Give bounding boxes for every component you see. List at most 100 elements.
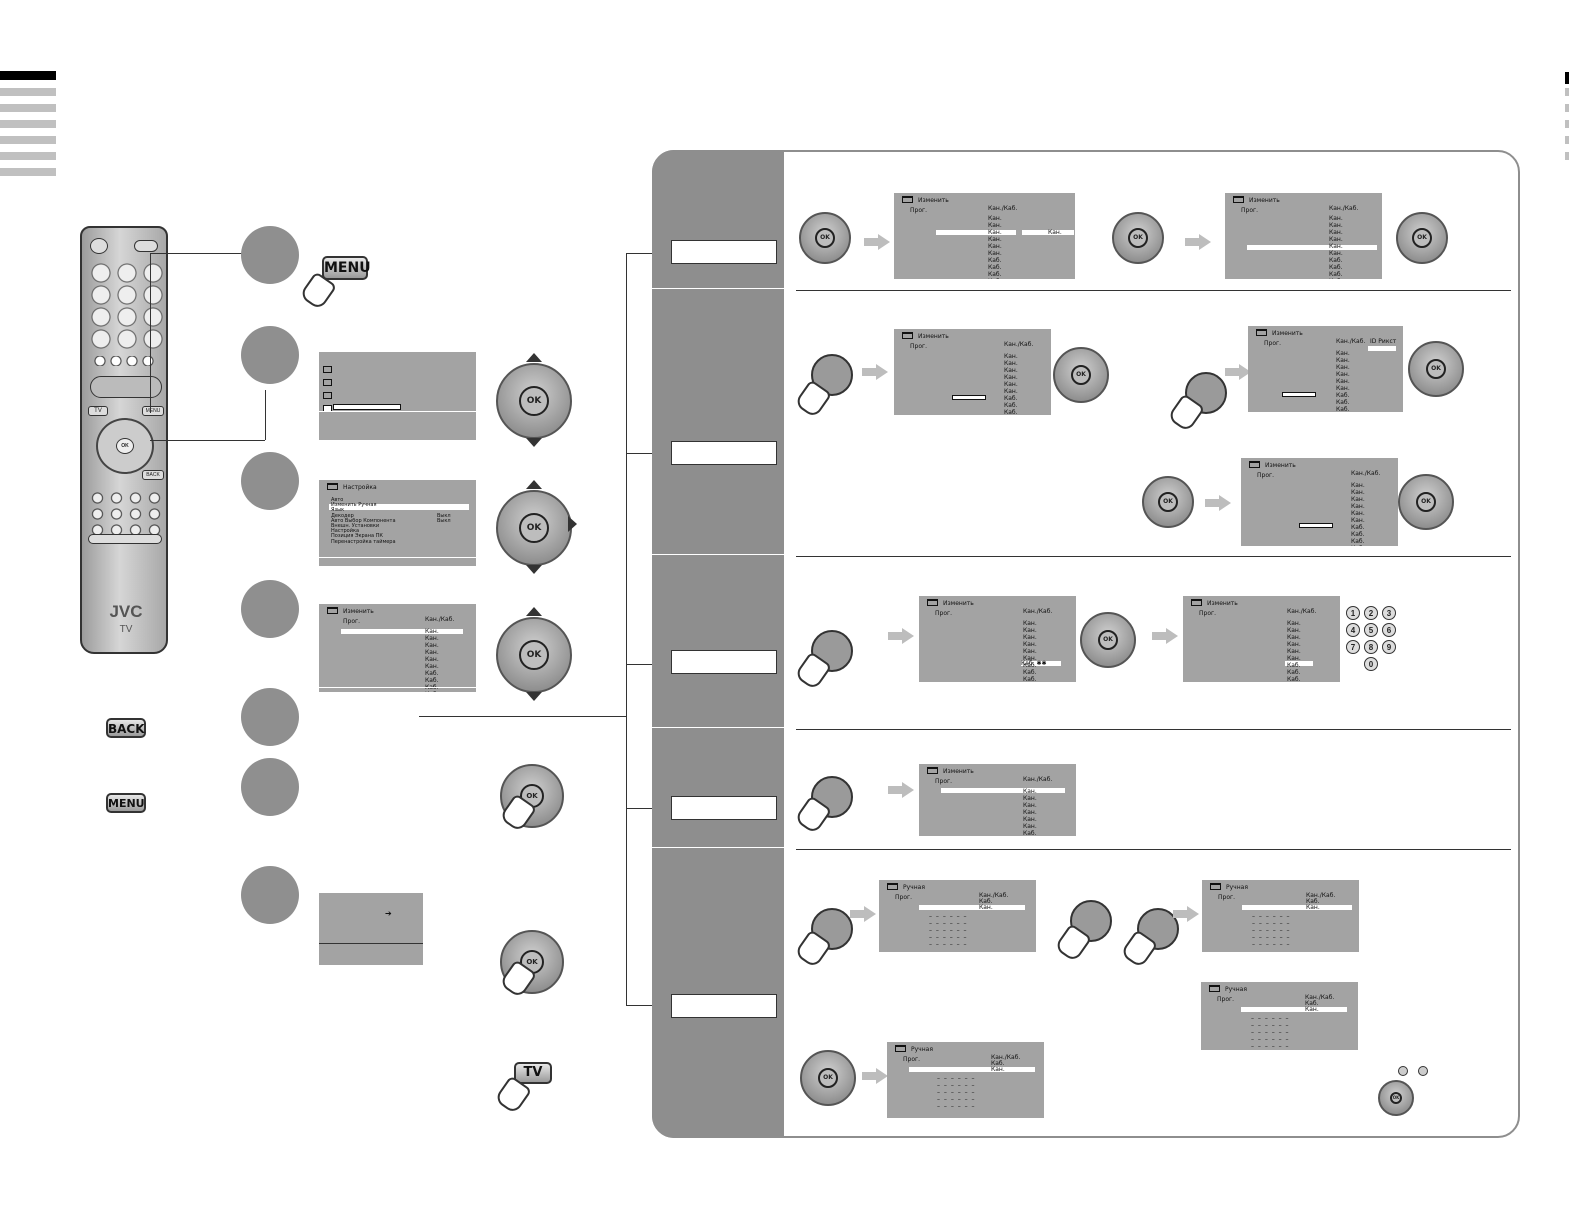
screen-title: Ручная <box>1226 884 1248 891</box>
numpad-key-6[interactable]: 6 <box>1382 623 1396 637</box>
bottom-keys[interactable] <box>88 534 162 544</box>
menu-button-standalone[interactable]: MENU <box>106 793 146 813</box>
step-circle-5 <box>241 688 299 746</box>
numpad-key-4[interactable]: 4 <box>1346 623 1360 637</box>
setup-menu-item[interactable]: Внешн. Установки <box>331 523 380 530</box>
ok-button[interactable]: OK <box>1158 492 1178 512</box>
column-header: Кан./Каб. <box>1351 470 1381 477</box>
power-button[interactable] <box>90 238 108 254</box>
menu-button[interactable]: MENU <box>322 256 371 280</box>
remote-menu-key[interactable]: MENU <box>142 406 164 416</box>
dpad[interactable]: OK <box>1408 341 1464 397</box>
ok-button[interactable]: OK <box>1071 365 1091 385</box>
dpad[interactable]: OK <box>1378 1080 1414 1116</box>
tv-button[interactable]: TV <box>514 1062 552 1084</box>
ok-button[interactable]: OK <box>815 228 835 248</box>
ok-button[interactable]: OK <box>818 1068 838 1088</box>
numpad-key-3[interactable]: 3 <box>1382 606 1396 620</box>
dash-rows: – – – – – –– – – – – –– – – – – –– – – –… <box>1252 913 1291 948</box>
function-keys[interactable] <box>88 490 164 538</box>
channel-row: Кан. <box>1351 482 1365 489</box>
numpad-key-0[interactable]: 0 <box>1364 657 1378 671</box>
numpad-key-7[interactable]: 7 <box>1346 640 1360 654</box>
prog-label: Прог. <box>343 618 361 625</box>
color-keys[interactable] <box>92 356 158 366</box>
dpad[interactable]: OK <box>1053 347 1109 403</box>
back-button[interactable]: BACK <box>106 718 146 738</box>
remote-dpad[interactable]: OK <box>96 418 154 474</box>
channel-row: Кан. <box>1287 648 1301 655</box>
remote-back-key[interactable]: BACK <box>142 470 164 480</box>
dash-row: – – – – – – <box>1252 927 1291 934</box>
main-menu-screen <box>319 352 476 440</box>
ok-button[interactable]: OK <box>1128 228 1148 248</box>
numpad-key-2[interactable]: 2 <box>1364 606 1378 620</box>
dpad[interactable]: OK <box>1112 212 1164 264</box>
channel-row: Кан. <box>1351 517 1365 524</box>
remote-ok-key[interactable]: OK <box>116 438 134 454</box>
sound-icon <box>323 379 332 386</box>
dpad[interactable]: OK <box>1080 612 1136 668</box>
numpad-key-8[interactable]: 8 <box>1364 640 1378 654</box>
channel-list: Кан.Кан.Кан.Кан.Кан.Кан.Каб.Каб.Каб.Каб. <box>1023 620 1037 682</box>
dpad[interactable]: OK <box>1396 212 1448 264</box>
dpad[interactable]: OK <box>1398 474 1454 530</box>
ok-button[interactable]: OK <box>519 513 549 543</box>
channel-row: Кан. <box>1004 360 1018 367</box>
setup-menu-item[interactable]: Настройка <box>331 528 360 535</box>
channel-row: Кан. <box>1004 388 1018 395</box>
dpad[interactable]: OK <box>800 1050 856 1106</box>
numpad-key-1[interactable]: 1 <box>1346 606 1360 620</box>
remote-tv-key[interactable]: TV <box>88 406 108 416</box>
ok-button[interactable]: OK <box>1390 1092 1402 1104</box>
column-header: Кан./Каб. <box>991 1054 1021 1061</box>
setup-menu-item[interactable]: Изменить Ручная <box>331 502 377 509</box>
channel-row: Каб. <box>1004 395 1018 402</box>
connector-line <box>150 440 265 441</box>
dpad[interactable]: OK <box>1142 476 1194 528</box>
input-button[interactable] <box>134 240 158 252</box>
edit-screen: Изменить Прог. Кан./Каб. ID Рикст Кан.Ка… <box>1248 326 1403 412</box>
setup-icon <box>327 483 338 490</box>
setup-icon <box>1256 329 1267 336</box>
ok-button[interactable]: OK <box>1416 492 1436 512</box>
setup-menu-item[interactable]: Авто <box>331 497 344 503</box>
ok-button[interactable]: OK <box>519 640 549 670</box>
ok-button[interactable]: OK <box>1412 228 1432 248</box>
small-button[interactable] <box>1418 1066 1428 1076</box>
numpad-key-5[interactable]: 5 <box>1364 623 1378 637</box>
ok-button[interactable]: OK <box>1098 630 1118 650</box>
setup-menu-item[interactable]: Перенастройка таймера <box>331 538 396 545</box>
channel-list: Кан.Кан.Кан.Кан.Кан.Кан.Каб.Каб.Каб.Каб. <box>1287 620 1301 682</box>
channel-row: Кан. <box>1336 371 1350 378</box>
channel-list: Кан.Кан.Кан.Кан.Кан.Кан.Каб.Каб.Каб.Каб. <box>1023 788 1037 836</box>
prog-label: Прог. <box>1241 207 1259 214</box>
ok-button[interactable]: OK <box>519 386 549 416</box>
dpad[interactable]: OK <box>496 617 572 693</box>
arrow-up-icon <box>526 353 542 362</box>
number-keys[interactable] <box>88 262 164 350</box>
dpad[interactable]: OK <box>799 212 851 264</box>
setup-menu-item[interactable]: Позиция Экрана ПК <box>331 533 383 540</box>
volume-rocker[interactable] <box>90 376 162 398</box>
flow-arrow-icon <box>862 1068 888 1084</box>
dpad[interactable]: OK <box>496 490 572 566</box>
dash-row: – – – – – – <box>937 1082 976 1089</box>
setup-icon <box>902 196 913 203</box>
channel-row: Кан. <box>1336 378 1350 385</box>
setup-menu-item[interactable]: Авто Выбор Компонента <box>331 517 396 524</box>
column-header: Кан./Каб. <box>1023 608 1053 615</box>
color-button[interactable] <box>1070 900 1112 942</box>
channel-row: Кан. <box>1004 353 1018 360</box>
dpad[interactable]: OK <box>496 363 572 439</box>
flow-arrow-icon <box>1205 495 1231 511</box>
small-button[interactable] <box>1398 1066 1408 1076</box>
numpad-key-9[interactable]: 9 <box>1382 640 1396 654</box>
setup-menu-item[interactable]: Язык <box>331 507 345 514</box>
arrow-right-icon <box>568 516 577 532</box>
ok-button[interactable]: OK <box>1426 359 1446 379</box>
bracket-tick <box>626 453 652 454</box>
setup-menu-item[interactable]: Декодер <box>331 512 354 519</box>
channel-row: Каб. <box>1004 402 1018 409</box>
